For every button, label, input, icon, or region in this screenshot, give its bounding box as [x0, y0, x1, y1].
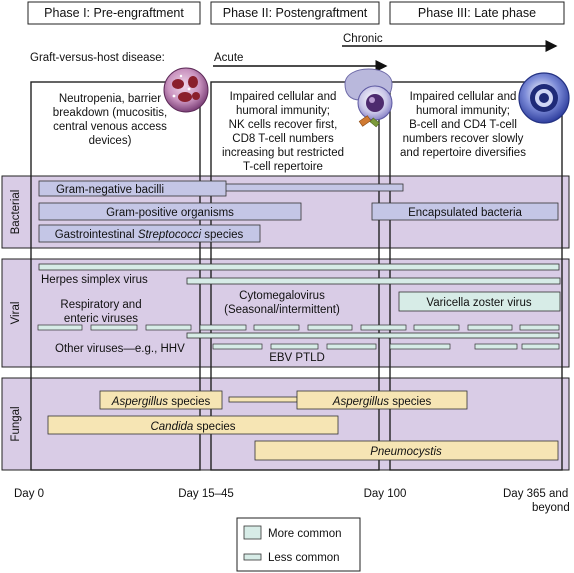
- gi-strep-label: Gastrointestinal Streptococci species: [55, 229, 244, 241]
- fungal-bars: Aspergillus species Aspergillus species …: [47, 390, 559, 461]
- ebv-dashed-bar: [212, 343, 560, 350]
- neutrophil-cell-illustration: [163, 67, 209, 113]
- svg-text:humoral immunity;: humoral immunity;: [236, 105, 330, 117]
- day0-label: Day 0: [14, 488, 44, 500]
- gvhd-label: Graft-versus-host disease:: [30, 52, 165, 64]
- viral-section-label: Viral: [10, 302, 22, 325]
- respiratory-dashed-bar: [37, 324, 560, 331]
- svg-text:T-cell repertoire: T-cell repertoire: [243, 161, 323, 173]
- svg-text:devices): devices): [89, 135, 132, 147]
- bacterial-section-label: Bacterial: [10, 190, 22, 235]
- phase2-header-box: [210, 1, 380, 25]
- cmv-label-line2: (Seasonal/intermittent): [224, 304, 340, 316]
- svg-text:humoral immunity;: humoral immunity;: [416, 105, 510, 117]
- svg-text:Impaired cellular and: Impaired cellular and: [230, 91, 337, 103]
- phase3-header-box: [389, 1, 565, 25]
- encapsulated-label: Encapsulated bacteria: [408, 207, 522, 219]
- pneumocystis-label: Pneumocystis: [370, 446, 442, 458]
- day365-label-line1: Day 365 and: [503, 488, 568, 500]
- day100-label: Day 100: [364, 488, 407, 500]
- phase1-header-box: [27, 1, 201, 25]
- hsv-label: Herpes simplex virus: [41, 274, 148, 286]
- legend-more-label: More common: [268, 528, 342, 540]
- gram-positive-bar: [38, 202, 302, 221]
- svg-text:breakdown (mucositis,: breakdown (mucositis,: [53, 107, 167, 119]
- phase1-header: Phase I: Pre-engraftment: [44, 6, 184, 20]
- legend-less-label: Less common: [268, 552, 340, 564]
- other-viruses-bar: [186, 332, 560, 339]
- gram-positive-label: Gram-positive organisms: [106, 207, 234, 219]
- bacterial-bars: Gram-negative bacilli Gram-positive orga…: [38, 180, 559, 243]
- svg-text:numbers recover slowly: numbers recover slowly: [403, 133, 524, 145]
- day15-label: Day 15–45: [178, 488, 234, 500]
- pneumocystis-bar: [254, 440, 559, 461]
- cmv-label-line1: Cytomegalovirus: [239, 290, 325, 302]
- gram-negative-label: Gram-negative bacilli: [56, 184, 164, 196]
- svg-text:B-cell and CD4 T-cell: B-cell and CD4 T-cell: [409, 119, 517, 131]
- svg-text:and repertoire diversifies: and repertoire diversifies: [400, 147, 526, 159]
- phase2-header: Phase II: Postengraftment: [223, 6, 368, 20]
- legend: More common Less common: [236, 517, 361, 572]
- svg-text:NK cells recover first,: NK cells recover first,: [229, 119, 338, 131]
- ebv-label: EBV PTLD: [269, 352, 325, 364]
- phase2-description: Impaired cellular and humoral immunity; …: [222, 91, 344, 173]
- aspergillus-bar-early: [99, 390, 223, 410]
- vzv-bar: [398, 291, 561, 312]
- gram-negative-bar: [38, 180, 227, 197]
- phase-headers: Phase I: Pre-engraftment Phase II: Poste…: [27, 1, 565, 25]
- svg-text:Impaired cellular and: Impaired cellular and: [410, 91, 517, 103]
- svg-text:increasing but restricted: increasing but restricted: [222, 147, 344, 159]
- candida-bar: [47, 415, 339, 435]
- svg-text:CD8 T-cell numbers: CD8 T-cell numbers: [232, 133, 334, 145]
- aspergillus-label-late: Aspergillus species: [332, 396, 432, 408]
- aspergillus-label-early: Aspergillus species: [111, 396, 211, 408]
- legend-less-swatch: [243, 553, 262, 561]
- gi-strep-bar: [38, 224, 261, 243]
- encapsulated-bar: [371, 202, 559, 221]
- aspergillus-bar-late: [296, 390, 468, 410]
- candida-label: Candida species: [150, 421, 235, 433]
- respiratory-label-line1: Respiratory and: [60, 299, 141, 311]
- respiratory-label-line2: enteric viruses: [64, 313, 138, 325]
- gvhd-row: Graft-versus-host disease: Acute Chronic: [30, 33, 558, 72]
- gvhd-chronic-label: Chronic: [343, 33, 383, 45]
- fungal-section-label: Fungal: [10, 406, 22, 441]
- vzv-label: Varicella zoster virus: [426, 297, 531, 309]
- legend-more-swatch: [243, 525, 262, 540]
- gvhd-acute-label: Acute: [214, 52, 243, 64]
- viral-bars: Herpes simplex virus Cytomegalovirus (Se…: [37, 263, 561, 364]
- other-viruses-label: Other viruses—e.g., HHV: [55, 343, 185, 355]
- phase1-description: Neutropenia, barrier breakdown (mucositi…: [53, 93, 167, 147]
- svg-text:central venous access: central venous access: [53, 121, 167, 133]
- svg-text:Neutropenia, barrier: Neutropenia, barrier: [59, 93, 161, 105]
- phase3-header: Phase III: Late phase: [418, 6, 536, 20]
- timeline-labels: Day 0 Day 15–45 Day 100 Day 365 and beyo…: [14, 488, 570, 514]
- aspergillus-connector-bar: [228, 396, 298, 403]
- nk-cell-illustration: [344, 68, 393, 128]
- phase3-description: Impaired cellular and humoral immunity; …: [400, 91, 526, 159]
- hsv-bar: [38, 263, 560, 271]
- b-cell-illustration: [518, 72, 570, 124]
- day365-label-line2: beyond: [532, 502, 570, 514]
- cmv-bar: [186, 277, 561, 285]
